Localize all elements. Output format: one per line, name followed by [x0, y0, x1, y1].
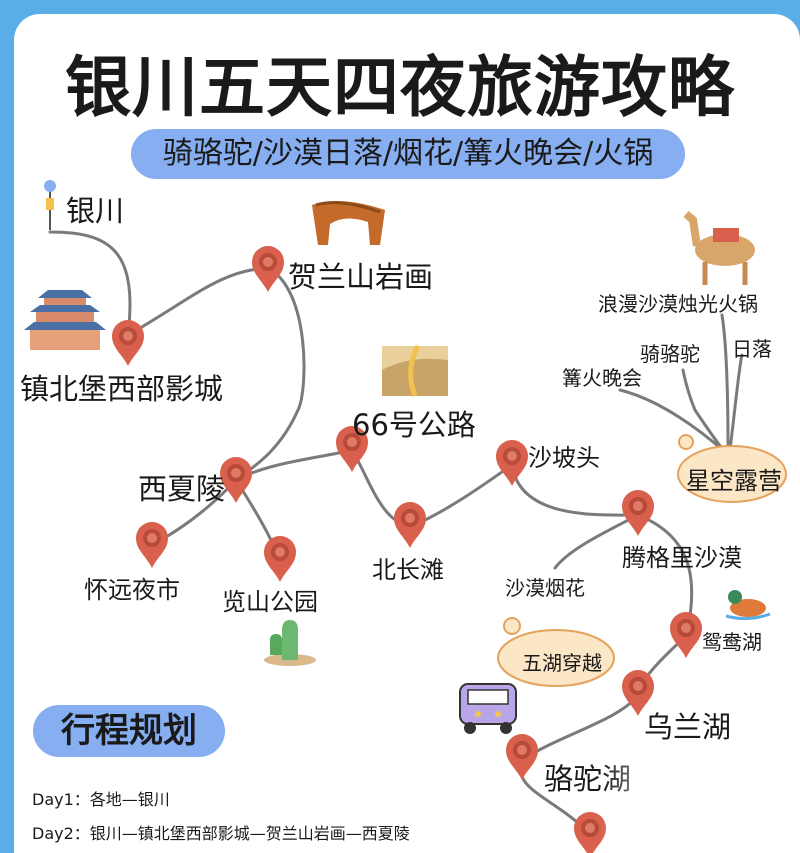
label-yinchuan: 银川 [66, 194, 125, 228]
pin-beichangtan-icon [394, 502, 426, 548]
itinerary-day1: Day1：各地—银川 [32, 790, 170, 809]
label-shapotou: 沙坡头 [528, 444, 600, 472]
fade-overlay [600, 740, 800, 853]
label-xixialing: 西夏陵 [138, 472, 226, 506]
duck-icon [725, 590, 771, 621]
subtitle-banner: 骑骆驼/沙漠日落/烟花/篝火晚会/火锅 [131, 129, 685, 179]
pin-yuanyanghu-icon [670, 612, 702, 658]
label-tenggeli: 腾格里沙漠 [622, 544, 742, 572]
pin-lanshan-icon [264, 536, 296, 582]
desert-road-icon [382, 344, 448, 397]
page-title: 银川五天四夜旅游攻略 [65, 49, 735, 126]
label-zhenbeibao: 镇北堡西部影城 [20, 372, 224, 406]
pin-end-icon [574, 812, 606, 853]
pins [112, 246, 702, 853]
pin-xixialing-icon [220, 457, 252, 503]
palace-icon [24, 290, 106, 350]
pin-luotuohu-icon [506, 734, 538, 780]
label-romantic: 浪漫沙漠烛光火锅 [598, 292, 758, 316]
label-bonfire: 篝火晚会 [562, 366, 642, 390]
camel-icon [683, 210, 755, 285]
jeep-icon [459, 683, 517, 734]
cactus-icon [264, 620, 316, 666]
pin-huaiyuan-icon [136, 522, 168, 568]
pin-helanshan-icon [252, 246, 284, 292]
label-wulanhu: 乌兰湖 [644, 710, 732, 744]
pin-shapotou-icon [496, 440, 528, 486]
starcamp-cloud-shape [677, 445, 787, 503]
pin-zhenbeibao-icon [112, 320, 144, 366]
wuhu-cloud-shape [497, 629, 615, 687]
label-wuhu: 五湖穿越 [522, 651, 602, 675]
label-beichangtan: 北长滩 [372, 556, 444, 584]
pin-wulanhu-icon [622, 670, 654, 716]
plan-heading: 行程规划 [33, 705, 225, 757]
label-yuanyanghu: 鸳鸯湖 [702, 630, 762, 654]
yinchuan-marker-icon [44, 180, 56, 230]
label-huaiyuan: 怀远夜市 [84, 576, 180, 604]
pin-route66-icon [336, 426, 368, 472]
label-lanshan: 览山公园 [222, 588, 318, 616]
itinerary-day2: Day2：银川—镇北堡西部影城—贺兰山岩画—西夏陵 [32, 824, 410, 843]
label-sunset: 日落 [732, 337, 772, 361]
label-starcamp: 星空露营 [686, 467, 782, 495]
rock-arch-icon [312, 201, 385, 245]
label-route66: 66号公路 [352, 408, 476, 442]
label-fireworks: 沙漠烟花 [505, 576, 585, 600]
pin-tenggeli-icon [622, 490, 654, 536]
label-camel: 骑骆驼 [640, 342, 700, 366]
label-helanshan: 贺兰山岩画 [288, 260, 434, 294]
